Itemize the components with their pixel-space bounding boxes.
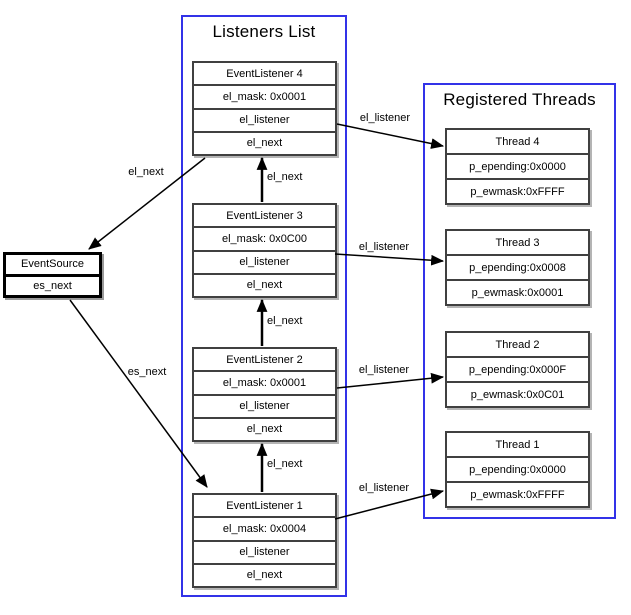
eventlistener2-el-mask: el_mask: 0x0001 [194, 370, 335, 394]
thread4-title: Thread 4 [447, 130, 588, 153]
eventlistener1-el-mask: el_mask: 0x0004 [194, 516, 335, 540]
edge-label-el-next-el1-el2: el_next [267, 458, 303, 470]
eventlistener3-el-mask: el_mask: 0x0C00 [194, 226, 335, 250]
listeners-list-title: Listeners List [212, 22, 316, 41]
thread2-p-ewmask: p_ewmask:0x0C01 [447, 381, 588, 406]
edge-label-el-listener-thread2: el_listener [358, 364, 410, 376]
eventlistener3-el-next: el_next [194, 272, 335, 296]
thread2-p-epending: p_epending:0x000F [447, 356, 588, 381]
edge-label-el-listener-thread1: el_listener [358, 482, 410, 494]
thread2-box: Thread 2 p_epending:0x000F p_ewmask:0x0C… [445, 331, 590, 408]
eventlistener1-el-listener: el_listener [194, 539, 335, 563]
eventlistener2-el-listener: el_listener [194, 393, 335, 417]
eventlistener1-el-next: el_next [194, 562, 335, 586]
thread1-p-epending: p_epending:0x0000 [447, 456, 588, 481]
eventlistener1-box: EventListener 1 el_mask: 0x0004 el_liste… [192, 493, 337, 588]
thread3-title: Thread 3 [447, 231, 588, 254]
thread2-title: Thread 2 [447, 333, 588, 356]
thread4-p-ewmask: p_ewmask:0xFFFF [447, 178, 588, 203]
eventlistener4-box: EventListener 4 el_mask: 0x0001 el_liste… [192, 61, 337, 156]
eventlistener2-box: EventListener 2 el_mask: 0x0001 el_liste… [192, 347, 337, 442]
eventsource-title: EventSource [6, 255, 99, 274]
eventlistener3-title: EventListener 3 [194, 205, 335, 227]
eventlistener4-el-next: el_next [194, 130, 335, 154]
thread3-box: Thread 3 p_epending:0x0008 p_ewmask:0x00… [445, 229, 590, 306]
eventlistener4-el-mask: el_mask: 0x0001 [194, 84, 335, 108]
registered-threads-panel: Registered Threads [423, 83, 616, 519]
thread1-p-ewmask: p_ewmask:0xFFFF [447, 481, 588, 506]
eventsource-es-next: es_next [6, 273, 99, 295]
eventlistener3-el-listener: el_listener [194, 249, 335, 273]
edge-label-el-listener-thread3: el_listener [358, 241, 410, 253]
eventlistener2-el-next: el_next [194, 416, 335, 440]
registered-threads-title: Registered Threads [443, 90, 596, 109]
eventlistener4-el-listener: el_listener [194, 107, 335, 131]
thread4-box: Thread 4 p_epending:0x0000 p_ewmask:0xFF… [445, 128, 590, 205]
edge-label-el-next-el4-eventsource: el_next [128, 166, 164, 178]
eventlistener1-title: EventListener 1 [194, 495, 335, 517]
thread1-title: Thread 1 [447, 433, 588, 456]
edge-label-el-next-el3-el4: el_next [267, 171, 303, 183]
eventlistener2-title: EventListener 2 [194, 349, 335, 371]
thread3-p-ewmask: p_ewmask:0x0001 [447, 279, 588, 304]
eventlistener3-box: EventListener 3 el_mask: 0x0C00 el_liste… [192, 203, 337, 298]
eventlistener4-title: EventListener 4 [194, 63, 335, 85]
edge-label-el-next-el2-el3: el_next [267, 315, 303, 327]
edge-label-es-next: es_next [127, 366, 167, 378]
edge-label-el-listener-thread4: el_listener [359, 112, 411, 124]
thread4-p-epending: p_epending:0x0000 [447, 153, 588, 178]
thread1-box: Thread 1 p_epending:0x0000 p_ewmask:0xFF… [445, 431, 590, 508]
thread3-p-epending: p_epending:0x0008 [447, 254, 588, 279]
eventsource-box: EventSource es_next [3, 252, 102, 298]
